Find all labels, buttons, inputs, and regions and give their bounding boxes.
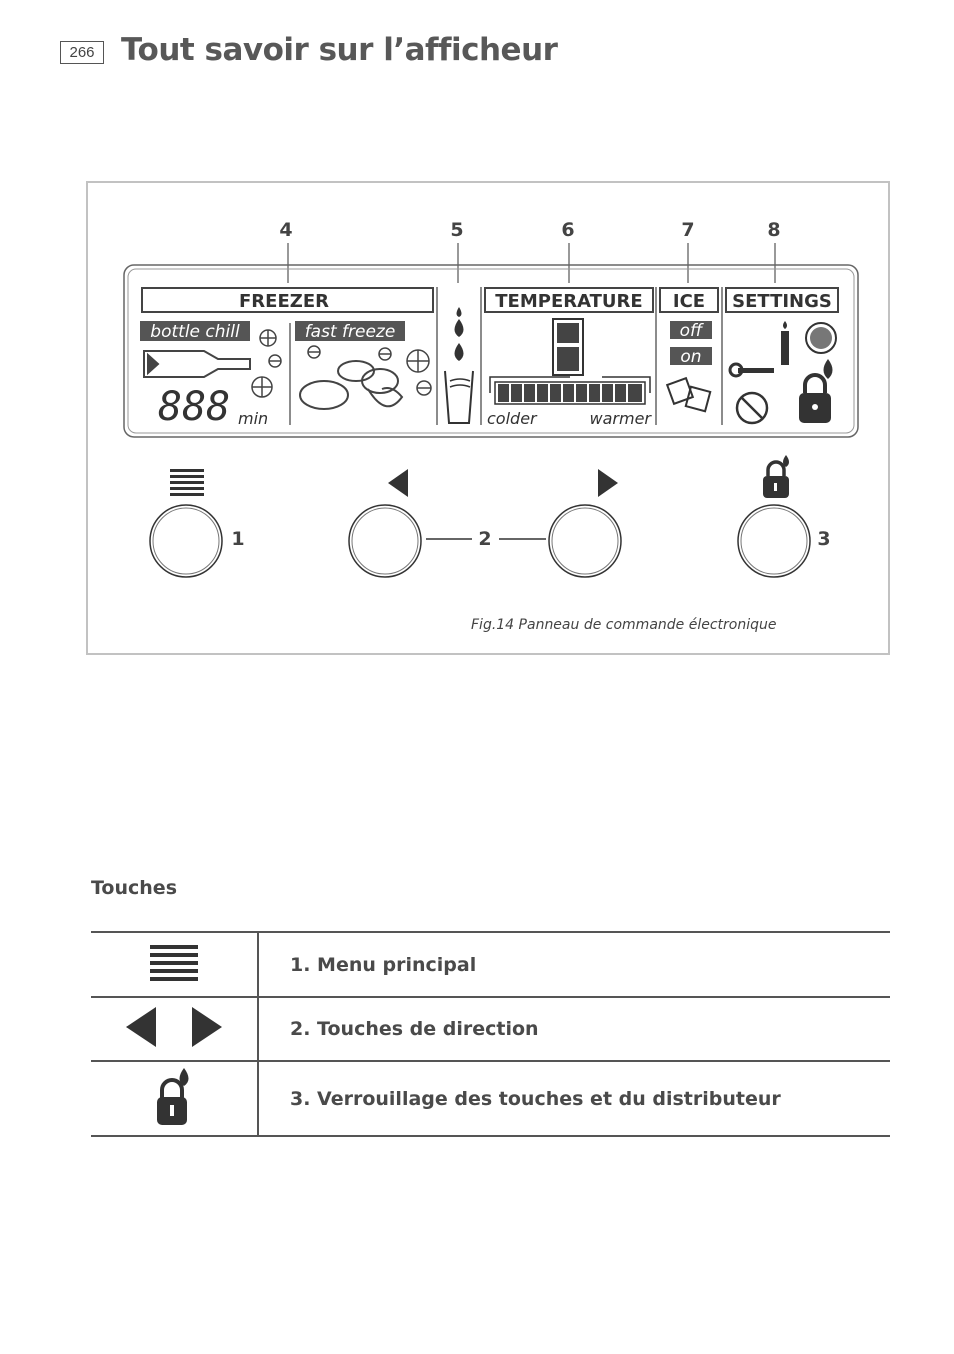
temperature-bar xyxy=(489,376,651,405)
direction-arrows-icon xyxy=(126,1007,222,1047)
lock-button[interactable] xyxy=(737,504,811,578)
water-drop-icon xyxy=(823,359,833,379)
table-icon-cell xyxy=(91,996,259,1062)
section-title: Touches xyxy=(91,877,178,899)
lcd-display: FREEZER bottle chill 888 min fast freeze xyxy=(123,264,859,438)
page-number: 266 xyxy=(60,41,104,64)
ice-off-label: off xyxy=(680,321,704,341)
bottle-icon xyxy=(143,350,251,378)
lock-dispenser-icon xyxy=(763,455,789,498)
table-row: 3. Verrouillage des touches et du distri… xyxy=(91,1060,890,1137)
filter-icon xyxy=(781,321,789,365)
menu-icon xyxy=(170,469,204,496)
control-panel-drawing: 4 5 6 7 8 FREEZER bottle chill xyxy=(123,219,859,633)
button-number-3: 3 xyxy=(817,528,830,550)
menu-button[interactable] xyxy=(149,504,223,578)
warmer-label: warmer xyxy=(590,409,653,428)
menu-icon xyxy=(150,944,198,981)
bottle-chill-label: bottle chill xyxy=(150,322,240,342)
snowflake-icon xyxy=(307,345,432,396)
callout-5: 5 xyxy=(450,219,463,241)
settings-label: SETTINGS xyxy=(732,291,832,312)
arrow-right-icon xyxy=(598,469,618,497)
table-label: 3. Verrouillage des touches et du distri… xyxy=(258,1060,890,1137)
timer-unit: min xyxy=(238,409,268,428)
ice-label: ICE xyxy=(673,291,705,312)
lock-icon xyxy=(799,373,831,423)
keys-table: 1. Menu principal 2. Touches de directio… xyxy=(91,931,890,1137)
fridge-icon xyxy=(552,318,584,376)
water-drop-icon xyxy=(454,307,464,361)
mute-icon xyxy=(735,391,769,425)
callout-6: 6 xyxy=(561,219,574,241)
snowflake-icon xyxy=(251,329,282,398)
table-icon-cell xyxy=(91,931,259,998)
table-label: 1. Menu principal xyxy=(258,931,890,998)
temperature-label: TEMPERATURE xyxy=(495,291,642,312)
table-label: 2. Touches de direction xyxy=(258,996,890,1062)
wrench-icon xyxy=(728,362,774,378)
ice-on-label: on xyxy=(680,347,701,367)
ice-cubes-icon xyxy=(665,376,712,413)
control-panel-figure: 4 5 6 7 8 FREEZER bottle chill xyxy=(86,181,890,655)
button-number-1: 1 xyxy=(231,528,244,550)
table-icon-cell xyxy=(91,1060,259,1137)
right-button[interactable] xyxy=(548,504,622,578)
globe-icon xyxy=(805,322,837,354)
callout-4: 4 xyxy=(279,219,292,241)
freezer-label: FREEZER xyxy=(239,291,329,312)
left-button[interactable] xyxy=(348,504,422,578)
glass-icon xyxy=(444,370,474,424)
button-number-2: 2 xyxy=(478,528,491,550)
lock-dispenser-icon xyxy=(157,1067,189,1125)
page-title: Tout savoir sur l’afficheur xyxy=(121,32,558,68)
callout-8: 8 xyxy=(767,219,780,241)
food-icon xyxy=(299,360,404,410)
table-row: 2. Touches de direction xyxy=(91,996,890,1062)
timer-digits: 888 xyxy=(158,384,230,430)
arrow-left-icon xyxy=(388,469,408,497)
colder-label: colder xyxy=(487,409,538,428)
table-row: 1. Menu principal xyxy=(91,931,890,998)
figure-caption: Fig.14 Panneau de commande électronique xyxy=(471,617,776,633)
fast-freeze-label: fast freeze xyxy=(305,322,396,342)
callout-7: 7 xyxy=(681,219,694,241)
